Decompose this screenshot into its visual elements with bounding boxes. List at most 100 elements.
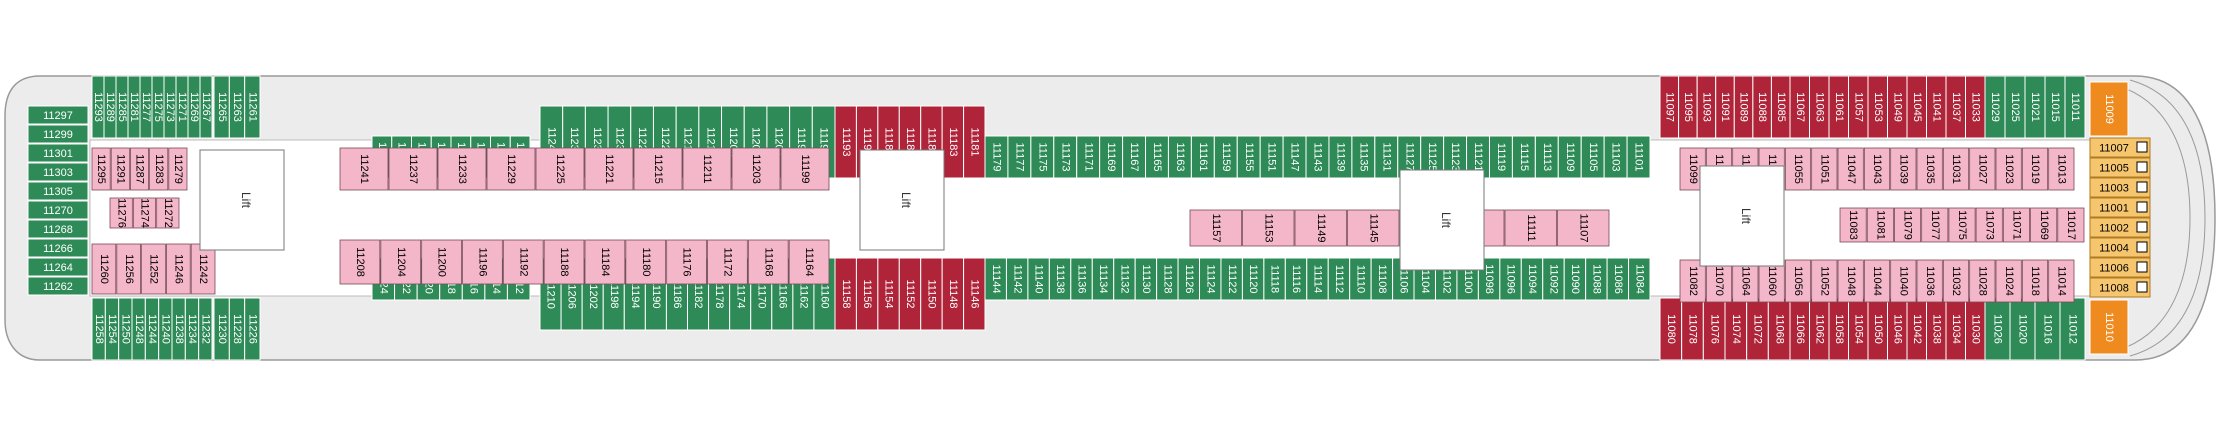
inside-cabin[interactable] — [1866, 207, 1894, 243]
inside-cabin[interactable] — [486, 147, 536, 191]
inside-cabin[interactable] — [731, 147, 781, 191]
suite-cabin[interactable] — [2089, 137, 2151, 158]
cabin[interactable] — [27, 200, 89, 220]
cabin[interactable] — [27, 181, 89, 201]
inside-cabin[interactable] — [1784, 259, 1812, 303]
cabin[interactable] — [2009, 297, 2036, 361]
inside-cabin[interactable] — [780, 147, 830, 191]
inside-cabin[interactable] — [707, 239, 748, 285]
inside-cabin[interactable] — [1705, 259, 1733, 303]
inside-cabin[interactable] — [1948, 207, 1976, 243]
cabin[interactable] — [1628, 257, 1651, 301]
cabin[interactable] — [27, 238, 89, 258]
inside-cabin[interactable] — [165, 243, 191, 295]
inside-cabin[interactable] — [625, 239, 667, 285]
inside-cabin[interactable] — [1758, 259, 1785, 303]
cabin[interactable] — [244, 75, 261, 139]
inside-cabin[interactable] — [1784, 147, 1812, 191]
inside-cabin[interactable] — [543, 239, 585, 285]
inside-cabin[interactable] — [1839, 207, 1867, 243]
cabin[interactable] — [2089, 81, 2129, 137]
cabin[interactable] — [198, 297, 213, 361]
inside-cabin[interactable] — [149, 147, 169, 191]
inside-cabin[interactable] — [666, 239, 707, 285]
inside-cabin[interactable] — [1969, 259, 1996, 303]
inside-cabin[interactable] — [141, 243, 166, 295]
inside-cabin[interactable] — [1975, 207, 2003, 243]
inside-cabin[interactable] — [633, 147, 683, 191]
inside-cabin[interactable] — [1916, 259, 1943, 303]
inside-cabin[interactable] — [1811, 147, 1838, 191]
inside-cabin[interactable] — [1837, 259, 1864, 303]
inside-cabin[interactable] — [1242, 209, 1295, 247]
inside-cabin[interactable] — [1942, 259, 1970, 303]
inside-cabin[interactable] — [1504, 209, 1557, 247]
inside-cabin[interactable] — [2021, 259, 2049, 303]
inside-cabin[interactable] — [2002, 207, 2030, 243]
cabin[interactable] — [1626, 135, 1651, 179]
cabin[interactable] — [2089, 299, 2129, 355]
inside-cabin[interactable] — [788, 239, 830, 285]
inside-cabin[interactable] — [437, 147, 487, 191]
inside-cabin[interactable] — [132, 197, 157, 229]
inside-cabin[interactable] — [584, 239, 626, 285]
inside-cabin[interactable] — [109, 197, 133, 229]
inside-cabin[interactable] — [110, 147, 130, 191]
inside-cabin[interactable] — [2030, 207, 2058, 243]
inside-cabin[interactable] — [380, 239, 422, 285]
suite-cabin[interactable] — [2089, 237, 2151, 258]
inside-cabin[interactable] — [1189, 209, 1242, 247]
inside-cabin[interactable] — [1557, 209, 1610, 247]
inside-cabin[interactable] — [1916, 147, 1943, 191]
inside-cabin[interactable] — [2048, 259, 2075, 303]
cabin[interactable] — [27, 162, 89, 182]
inside-cabin[interactable] — [339, 239, 381, 285]
inside-cabin[interactable] — [584, 147, 634, 191]
suite-cabin[interactable] — [2089, 177, 2151, 198]
cabin[interactable] — [27, 276, 89, 296]
inside-cabin[interactable] — [116, 243, 142, 295]
suite-cabin[interactable] — [2089, 217, 2151, 238]
cabin[interactable] — [27, 105, 89, 125]
inside-cabin[interactable] — [1837, 147, 1864, 191]
cabin[interactable] — [27, 257, 89, 277]
inside-cabin[interactable] — [1863, 259, 1891, 303]
suite-cabin[interactable] — [2089, 257, 2151, 278]
cabin[interactable] — [199, 75, 213, 139]
inside-cabin[interactable] — [2057, 207, 2085, 243]
inside-cabin[interactable] — [1995, 147, 2022, 191]
inside-cabin[interactable] — [156, 197, 180, 229]
inside-cabin[interactable] — [2048, 147, 2075, 191]
inside-cabin[interactable] — [1679, 259, 1706, 303]
inside-cabin[interactable] — [1811, 259, 1838, 303]
inside-cabin[interactable] — [421, 239, 462, 285]
inside-cabin[interactable] — [1294, 209, 1347, 247]
inside-cabin[interactable] — [1969, 147, 1996, 191]
inside-cabin[interactable] — [1942, 147, 1970, 191]
inside-cabin[interactable] — [388, 147, 438, 191]
inside-cabin[interactable] — [1890, 259, 1917, 303]
cabin[interactable] — [27, 143, 89, 163]
cabin[interactable] — [2034, 297, 2061, 361]
inside-cabin[interactable] — [747, 239, 789, 285]
inside-cabin[interactable] — [682, 147, 732, 191]
inside-cabin[interactable] — [1890, 147, 1917, 191]
inside-cabin[interactable] — [91, 243, 117, 295]
inside-cabin[interactable] — [1863, 147, 1891, 191]
inside-cabin[interactable] — [129, 147, 149, 191]
inside-cabin[interactable] — [1347, 209, 1400, 247]
suite-cabin[interactable] — [2089, 277, 2151, 298]
cabin[interactable] — [27, 124, 89, 144]
cabin[interactable] — [244, 297, 261, 361]
suite-cabin[interactable] — [2089, 157, 2151, 178]
cabin[interactable] — [27, 219, 89, 239]
inside-cabin[interactable] — [339, 147, 389, 191]
inside-cabin[interactable] — [462, 239, 503, 285]
inside-cabin[interactable] — [535, 147, 585, 191]
inside-cabin[interactable] — [2021, 147, 2049, 191]
inside-cabin[interactable] — [1921, 207, 1949, 243]
inside-cabin[interactable] — [1894, 207, 1922, 243]
inside-cabin[interactable] — [168, 147, 188, 191]
cabin[interactable] — [2064, 75, 2086, 139]
suite-cabin[interactable] — [2089, 197, 2151, 218]
